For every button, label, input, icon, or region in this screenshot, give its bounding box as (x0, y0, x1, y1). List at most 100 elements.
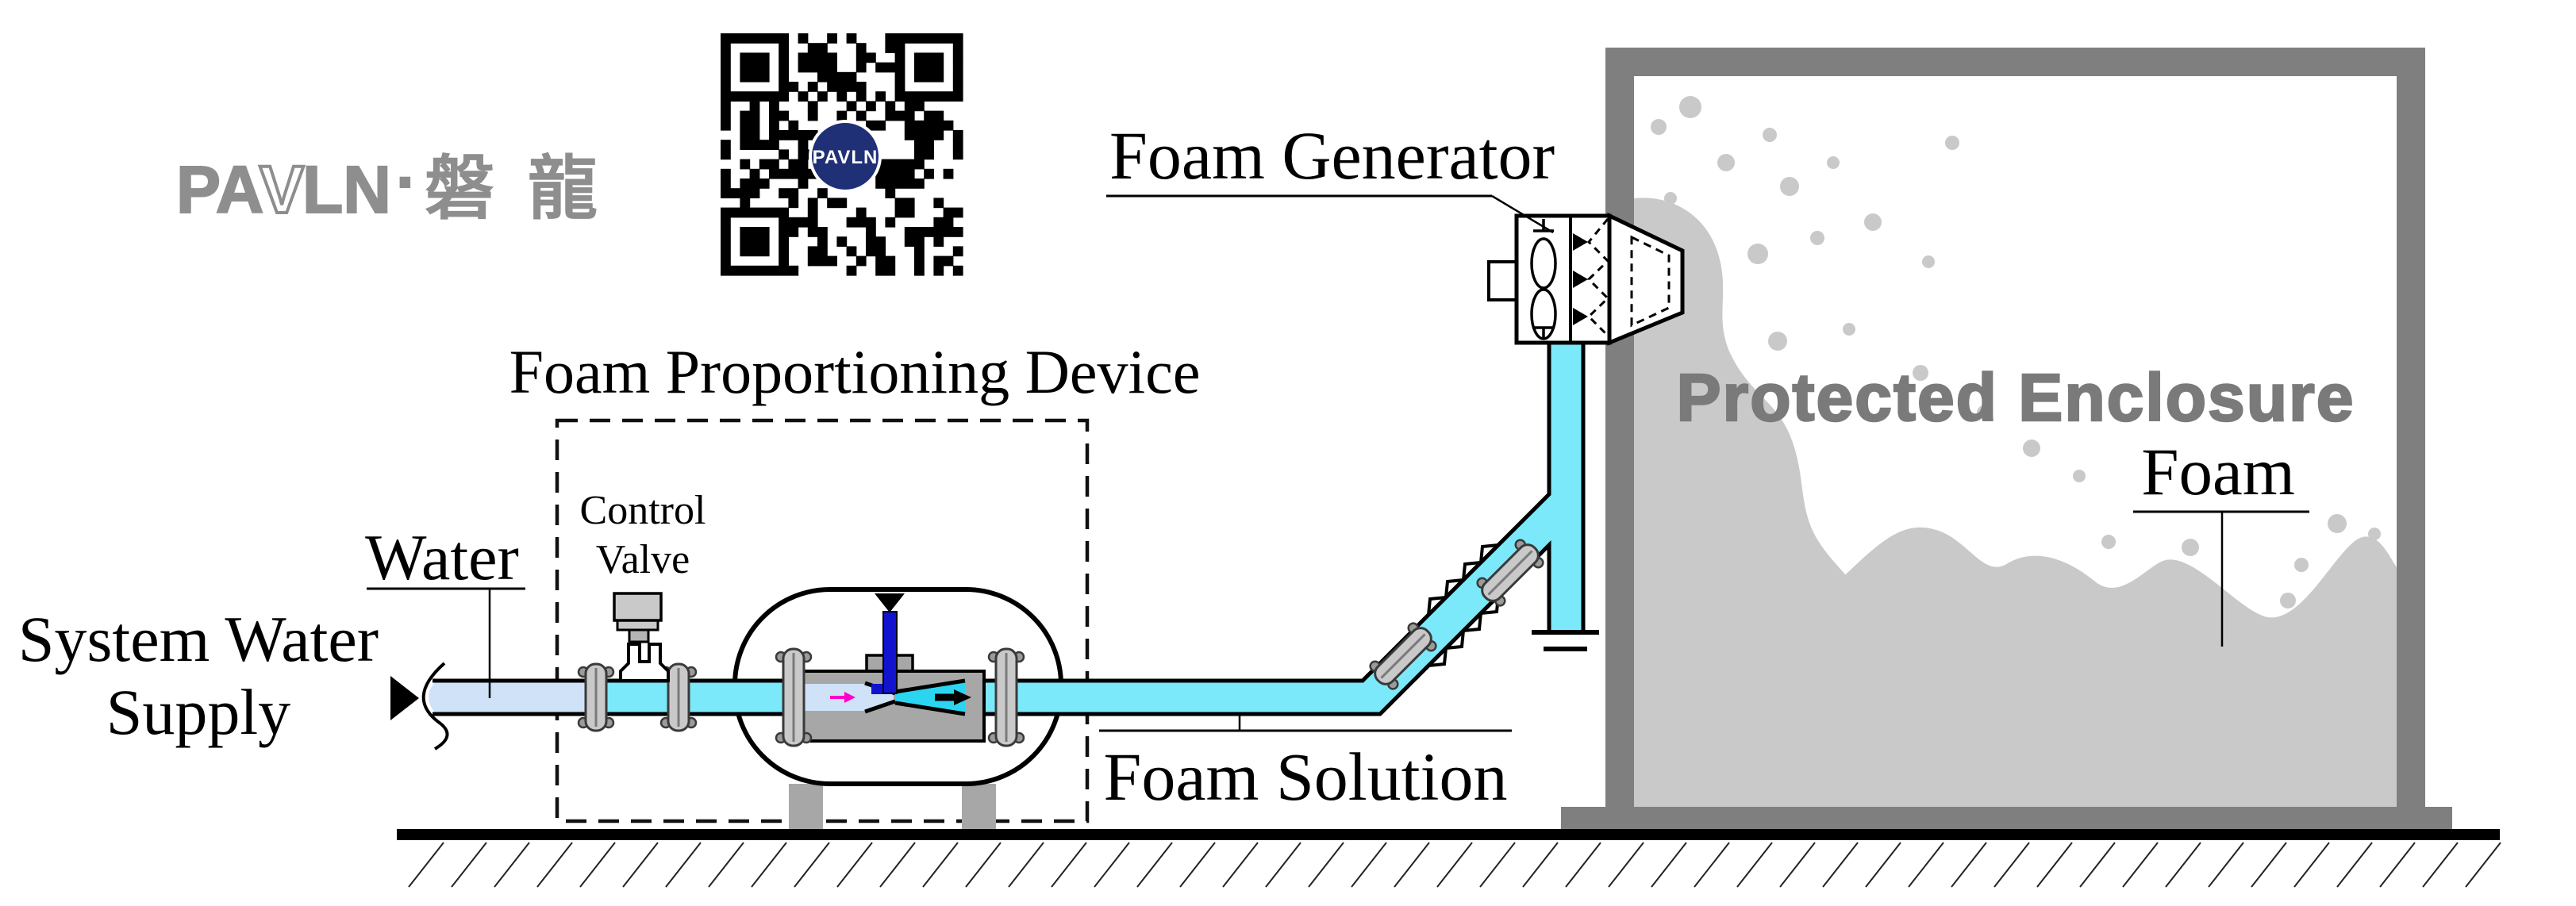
qr-module (798, 33, 809, 44)
qr-module (894, 207, 905, 218)
qr-module (759, 236, 770, 247)
hatch-line (2165, 842, 2201, 888)
qr-module (730, 33, 740, 44)
proportioning-device-boundary (555, 418, 1090, 823)
qr-module (904, 168, 915, 179)
hatch-line (1008, 842, 1044, 888)
flange-seam (1487, 550, 1533, 596)
qr-module (721, 236, 731, 247)
qr-module (904, 227, 915, 237)
qr-module (779, 82, 789, 92)
foam-droplet (1699, 330, 1713, 344)
qr-module (807, 82, 818, 92)
qr-module (740, 236, 751, 247)
qr-module (933, 62, 944, 73)
qr-module (914, 140, 925, 150)
qr-module (885, 217, 896, 228)
qr-module (788, 217, 799, 228)
hatch-line (2122, 842, 2159, 888)
qr-module (779, 52, 789, 63)
qr-module (836, 110, 848, 121)
qr-module (740, 198, 751, 209)
qr-module (904, 179, 915, 189)
qr-module (894, 33, 905, 44)
qr-module (894, 159, 905, 170)
hatch-line (2036, 842, 2073, 888)
qr-module (749, 52, 760, 63)
foam-droplet (1651, 119, 1667, 135)
qr-module (952, 82, 963, 92)
pipe-break-symbol (421, 662, 449, 751)
hatch-line (1994, 842, 2030, 888)
qr-module (788, 82, 799, 92)
qr-module (836, 198, 848, 209)
qr-module (730, 207, 740, 218)
qr-module (749, 91, 760, 102)
qr-module (721, 101, 731, 112)
hatch-line (1522, 842, 1559, 888)
qr-module (855, 207, 867, 218)
qr-module (943, 120, 954, 131)
qr-module (779, 246, 789, 257)
qr-module (721, 227, 731, 237)
qr-module (749, 207, 760, 218)
qr-module (721, 52, 731, 63)
qr-module (779, 62, 789, 73)
qr-module (924, 62, 934, 73)
qr-module (933, 120, 944, 131)
hatch-line (579, 842, 616, 888)
qr-module (933, 91, 944, 102)
qr-module (779, 71, 789, 83)
water-label: Water (365, 521, 519, 593)
qr-module (866, 101, 876, 112)
qr-module (924, 91, 934, 102)
foam-droplet (2328, 514, 2347, 533)
qr-module (807, 227, 818, 237)
foam-droplet (1747, 244, 1768, 264)
hatch-line (2251, 842, 2287, 888)
qr-module (885, 179, 896, 189)
logo-cjk-text: 磐龍 (425, 148, 631, 229)
qr-module (875, 91, 886, 102)
qr-center-logo-text: PAVLN (813, 147, 879, 168)
hatch-line (2293, 842, 2330, 888)
qr-module (749, 265, 760, 276)
qr-module (894, 198, 905, 209)
qr-module (933, 198, 944, 209)
qr-module (904, 101, 915, 112)
qr-module (798, 91, 809, 102)
qr-module (779, 130, 789, 140)
qr-module (788, 130, 799, 140)
qr-module (885, 159, 896, 170)
qr-module (798, 130, 809, 140)
qr-module (788, 227, 799, 237)
qr-module (933, 217, 944, 228)
qr-module (721, 149, 731, 160)
qr-module (952, 33, 963, 44)
qr-module (721, 188, 731, 198)
hatch-line (751, 842, 787, 888)
qr-module (798, 140, 809, 150)
hatch-line (1736, 842, 1773, 888)
qr-module (846, 33, 857, 44)
hatch-line (879, 842, 916, 888)
qr-module (885, 101, 896, 112)
qr-module (846, 265, 857, 276)
hatch-line (1351, 842, 1387, 888)
qr-module (769, 265, 779, 276)
qr-module (885, 62, 896, 73)
qr-module (807, 217, 818, 228)
logo-text-pa: PA (176, 152, 263, 227)
qr-module (807, 198, 818, 209)
hatch-line (1051, 842, 1087, 888)
pipe-flange (987, 647, 1025, 747)
qr-module (914, 120, 925, 131)
foam-droplet (2182, 539, 2199, 556)
logo-separator-dot: · (394, 140, 420, 225)
qr-module (875, 246, 886, 257)
qr-module (807, 62, 818, 73)
qr-module (836, 82, 848, 92)
qr-module (855, 110, 867, 121)
enclosure-right-wall (2397, 48, 2425, 807)
qr-module (817, 255, 828, 267)
